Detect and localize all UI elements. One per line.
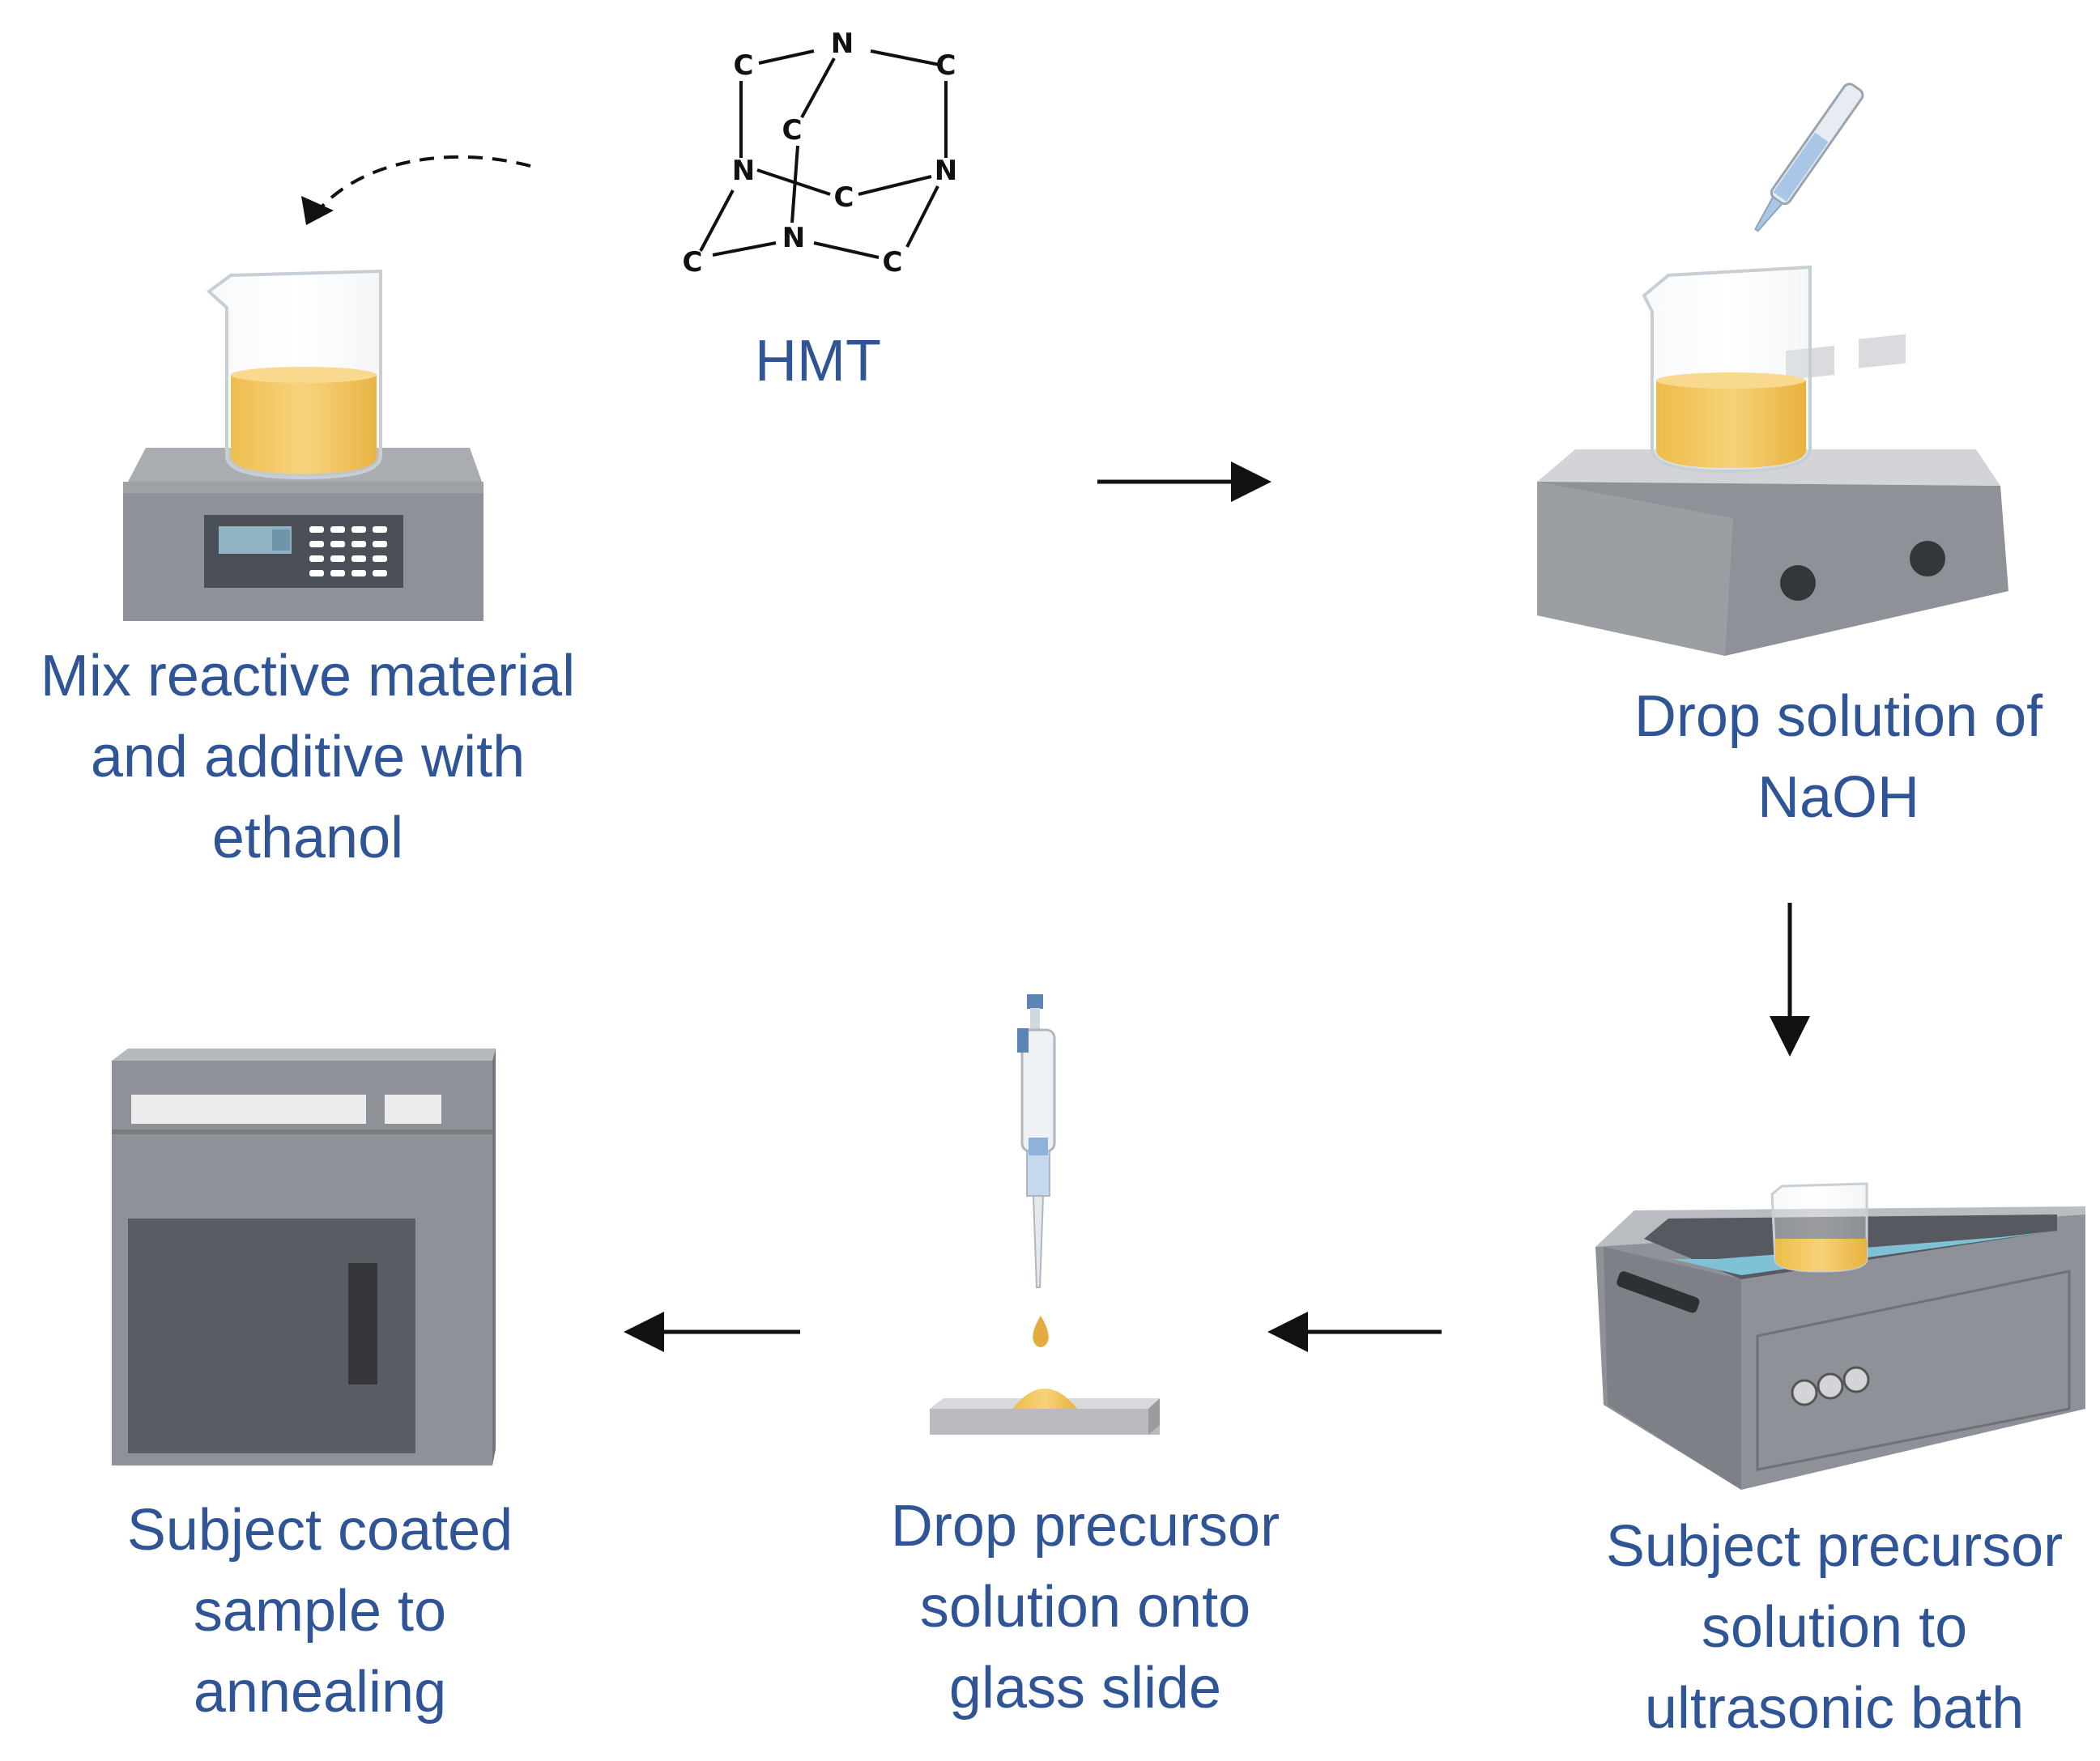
stirrer-device	[123, 448, 483, 621]
knob	[1780, 565, 1816, 601]
step-glass-line: solution onto	[919, 1575, 1251, 1640]
step-naoh-label: Drop solution of NaOH	[1587, 676, 2089, 838]
step-anneal-label: Subject coated sample to annealing	[73, 1490, 567, 1733]
step-naoh-line: NaOH	[1757, 765, 1920, 830]
hmt-atom-n: N	[831, 28, 854, 60]
step-mix-label: Mix reactive material and additive with …	[0, 636, 616, 878]
step-ultrasonic-line: ultrasonic bath	[1644, 1676, 2025, 1741]
step-mix-line: Mix reactive material	[40, 644, 576, 708]
step-glass-label: Drop precursor solution onto glass slide	[842, 1486, 1328, 1729]
hmt-atom-c: C	[782, 114, 803, 147]
step-mix-line: and additive with	[90, 725, 526, 789]
beaker-3	[1770, 1182, 1868, 1273]
keypad	[309, 526, 387, 576]
hmt-atom-c: C	[683, 246, 703, 279]
step-anneal-line: annealing	[193, 1660, 447, 1725]
hmt-atom-c: C	[834, 181, 854, 214]
hotplate-device	[1537, 334, 2008, 656]
hmt-molecule: N C C C N N C C C N	[683, 28, 958, 279]
hmt-atom-n: N	[935, 155, 957, 187]
bath-button	[1817, 1372, 1844, 1400]
hmt-atom-n: N	[782, 222, 805, 254]
hmt-atom-c: C	[734, 49, 754, 82]
hmt-label: HMT	[755, 329, 881, 393]
knob	[1910, 541, 1945, 576]
step-anneal-line: sample to	[193, 1579, 447, 1644]
beaker-1	[206, 269, 382, 480]
step-naoh-line: Drop solution of	[1634, 684, 2043, 749]
step-anneal-line: Subject coated	[126, 1498, 513, 1563]
beaker-2	[1642, 265, 1812, 474]
step-glass-line: glass slide	[948, 1656, 1222, 1721]
dashed-add-arrow	[310, 155, 531, 220]
step-glass-line: Drop precursor	[890, 1494, 1280, 1559]
dropper	[1754, 83, 1864, 232]
step-ultrasonic-line: solution to	[1701, 1595, 1968, 1660]
dashed-arrow-head	[301, 196, 334, 225]
annealing-oven	[112, 1049, 496, 1465]
hmt-bonds	[699, 49, 948, 259]
step-ultrasonic-label: Subject precursor solution to ultrasonic…	[1575, 1506, 2094, 1749]
pipette	[1017, 994, 1056, 1288]
bath-button	[1842, 1366, 1870, 1393]
glass-slide	[930, 1389, 1160, 1435]
droplet	[1033, 1316, 1049, 1347]
oven-handle	[348, 1263, 377, 1385]
step-ultrasonic-line: Subject precursor	[1605, 1514, 2064, 1579]
bath-button	[1791, 1379, 1818, 1406]
hmt-atom-c: C	[883, 246, 903, 279]
hmt-atom-c: C	[936, 49, 956, 82]
step-mix-line: ethanol	[211, 806, 404, 870]
hmt-atom-n: N	[732, 155, 755, 187]
